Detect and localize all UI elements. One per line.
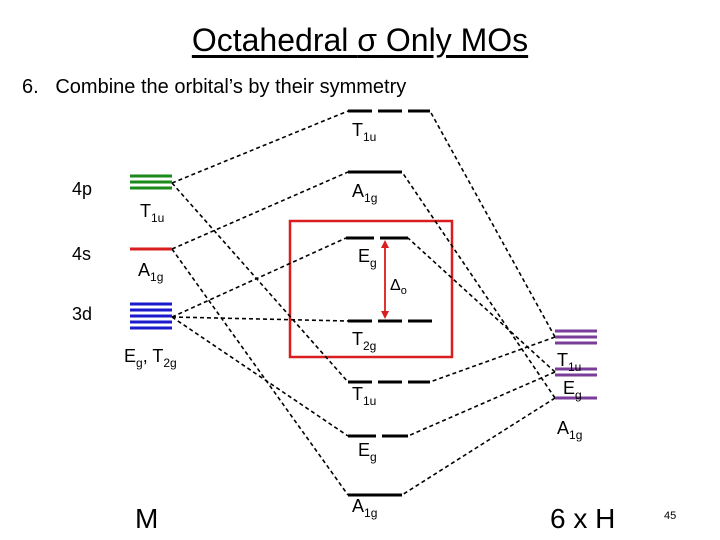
mo-label-a1g-antibonding: A1g xyxy=(352,181,377,205)
page-number: 45 xyxy=(664,510,676,522)
mo-label-eg-bonding: Eg xyxy=(358,440,377,464)
mo-label-t1u-bonding: T1u xyxy=(352,384,376,408)
ligand-group-label: 6 x H xyxy=(550,503,615,534)
metal-4s-symmetry: A1g xyxy=(138,260,163,284)
metal-3d-label: 3d xyxy=(72,304,92,324)
step-text: Combine the orbital’s by their symmetry xyxy=(55,76,407,98)
ligand-field-highlight-box xyxy=(288,219,454,359)
mo-levels xyxy=(346,109,432,497)
title-text: Octahedral σ Only MOs xyxy=(191,22,529,58)
mo-label-t2g: T2g xyxy=(352,329,376,353)
ligand-a1g-label: A1g xyxy=(557,418,582,442)
mo-label-a1g-bonding: A1g xyxy=(352,496,377,520)
link-3d-t2g xyxy=(171,316,349,322)
delta-o-arrow xyxy=(381,240,389,319)
link-4s-a1g-antibonding xyxy=(171,171,349,250)
link-h-a1g-bonding xyxy=(401,397,556,496)
ligand-eg-label: Eg xyxy=(563,378,582,402)
ligand-t1u-label: T1u xyxy=(557,350,581,374)
link-4p-t1u-antibonding xyxy=(171,110,349,184)
step-number: 6. xyxy=(22,76,39,98)
link-h-a1g-antibonding xyxy=(401,171,556,399)
link-4p-t1u-bonding xyxy=(171,182,349,383)
sigma-symbol: σ xyxy=(357,22,378,58)
metal-label: M xyxy=(135,503,158,534)
metal-4p-symmetry: T1u xyxy=(140,201,164,225)
link-3d-eg-antibonding xyxy=(171,237,347,318)
correlation-lines xyxy=(171,110,556,496)
slide-title: Octahedral σ Only MOs xyxy=(0,22,720,59)
link-h-eg-bonding xyxy=(407,371,556,437)
delta-o-label: Δo xyxy=(390,277,407,297)
link-h-t1u-bonding xyxy=(429,336,556,383)
step-line: 6. Combine the orbital’s by their symmet… xyxy=(22,76,406,99)
link-h-t1u-antibonding xyxy=(429,110,556,338)
ligand-orbital-levels xyxy=(555,329,597,400)
metal-3d-symmetry: Eg, T2g xyxy=(124,346,177,370)
mo-label-eg-antibonding: Eg xyxy=(358,246,377,270)
link-h-eg-antibonding xyxy=(407,237,556,373)
metal-4s-label: 4s xyxy=(72,244,91,264)
link-3d-eg-bonding xyxy=(171,316,349,437)
link-4s-a1g-bonding xyxy=(171,248,349,496)
metal-4p-label: 4p xyxy=(72,179,92,199)
mo-label-t1u-antibonding: T1u xyxy=(352,120,376,144)
metal-orbital-levels xyxy=(130,174,172,330)
